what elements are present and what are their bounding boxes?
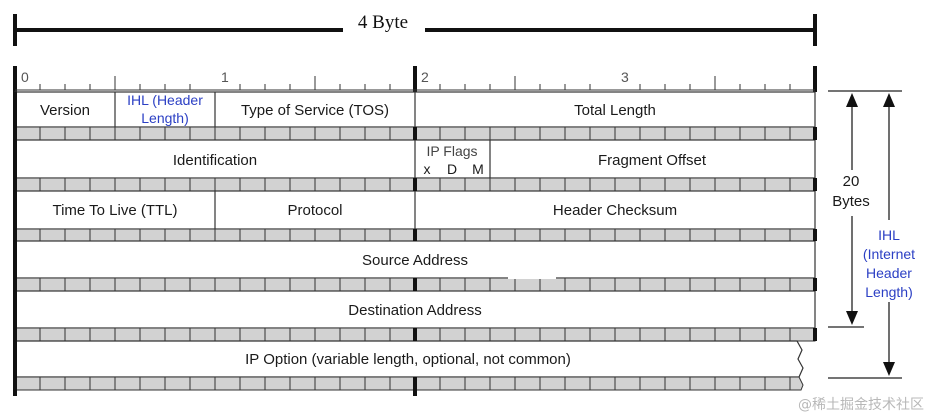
total-length-field: Total Length bbox=[574, 102, 656, 119]
source-address-field: Source Address bbox=[362, 252, 468, 269]
tos-field: Type of Service (TOS) bbox=[241, 102, 389, 119]
ihl-arrow-down-head bbox=[883, 362, 895, 376]
destination-address-field: Destination Address bbox=[348, 302, 481, 319]
byte-index-3: 3 bbox=[621, 69, 629, 85]
twenty-bytes-arrow-down-head bbox=[846, 311, 858, 325]
protocol-field: Protocol bbox=[287, 202, 342, 219]
byte-index-2: 2 bbox=[421, 69, 429, 85]
twenty-bytes-dimension: 20 Bytes bbox=[828, 90, 902, 328]
row-6-bit-strip bbox=[14, 376, 804, 391]
row-6: IP Option (variable length, optional, no… bbox=[14, 340, 804, 391]
bit-ruler: 0 1 2 3 bbox=[13, 66, 817, 92]
byte-index-0: 0 bbox=[21, 69, 29, 85]
ttl-field: Time To Live (TTL) bbox=[52, 202, 177, 219]
ihl-side-label-line-3: Header bbox=[866, 265, 912, 281]
row-5-box bbox=[14, 290, 816, 329]
twenty-bytes-label-line-2: Bytes bbox=[832, 193, 870, 210]
ihl-side-label-line-2: (Internet bbox=[863, 246, 915, 262]
version-field: Version bbox=[40, 102, 90, 119]
header-rows: Version IHL (Header Length) Type of Serv… bbox=[13, 91, 817, 396]
ihl-field-line-2: Length) bbox=[141, 110, 188, 126]
row-1: Version IHL (Header Length) Type of Serv… bbox=[14, 91, 816, 141]
width-dimension-label: 4 Byte bbox=[358, 12, 408, 33]
ihl-dimension: IHL (Internet Header Length) bbox=[828, 93, 915, 379]
ip-option-field: IP Option (variable length, optional, no… bbox=[245, 351, 571, 368]
header-checksum-field: Header Checksum bbox=[553, 202, 677, 219]
identification-field: Identification bbox=[173, 152, 257, 169]
fragment-offset-field: Fragment Offset bbox=[598, 152, 707, 169]
twenty-bytes-label-line-1: 20 bbox=[843, 173, 860, 190]
watermark: @稀土掘金技术社区 bbox=[798, 397, 924, 413]
ihl-field-line-1: IHL (Header bbox=[127, 92, 203, 108]
row-4-box bbox=[14, 240, 816, 279]
ihl-arrow-up-head bbox=[883, 93, 895, 107]
width-dimension: 4 Byte bbox=[13, 12, 817, 46]
ip-flag-m: M bbox=[472, 161, 484, 177]
byte-index-1: 1 bbox=[221, 69, 229, 85]
ip-flag-d: D bbox=[447, 161, 457, 177]
ihl-side-label-line-1: IHL bbox=[878, 227, 900, 243]
twenty-bytes-arrow-up-head bbox=[846, 93, 858, 107]
ihl-side-label-line-4: Length) bbox=[865, 284, 912, 300]
row-2: Identification IP Flags x D M Fragment O… bbox=[14, 139, 816, 192]
ip-flags-label: IP Flags bbox=[426, 143, 477, 159]
ip-flag-x: x bbox=[424, 161, 431, 177]
